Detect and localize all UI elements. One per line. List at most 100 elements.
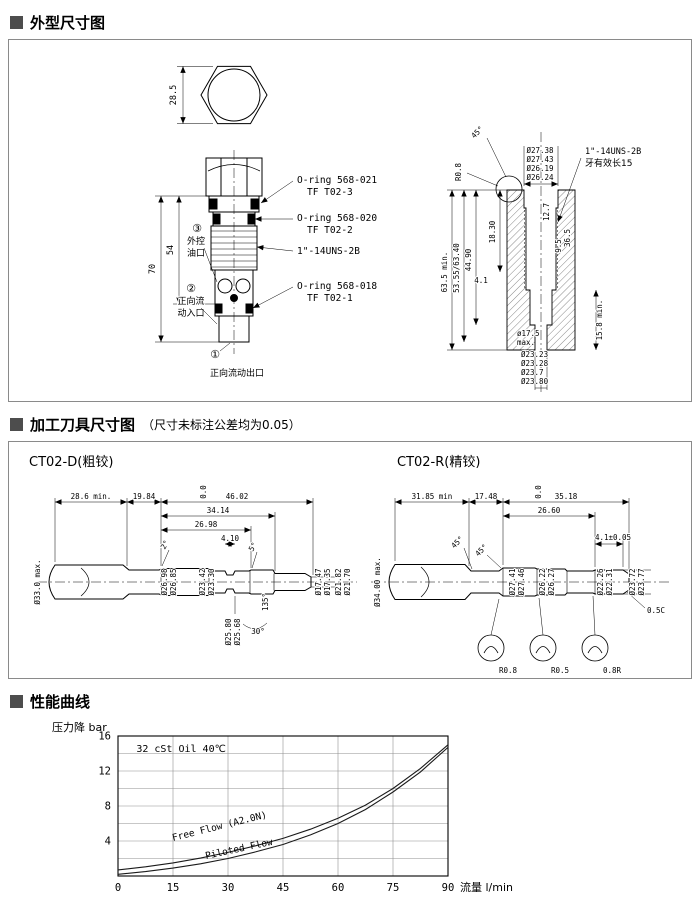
toolD-profile: [37, 564, 357, 600]
curve-label-1: Piloted Flow: [204, 837, 274, 862]
tooling-panel: CT02-D(粗铰) CT02-R(精铰): [8, 441, 692, 679]
toolD-dia-pair3a: Ø25.80: [224, 618, 233, 646]
depth-dim-3: 44.90: [464, 248, 473, 271]
callout-oring-018: O-ring 568-018: [297, 281, 377, 292]
section-title-tooling: 加工刀具尺寸图: [30, 416, 136, 434]
port3-label-line2: 油口: [187, 247, 205, 259]
depth-dim-2: 53.55/63.40: [452, 243, 461, 293]
hex-across-flats-dim: 28.5: [169, 85, 179, 105]
toolR-dim-step: 4.1±0.05: [595, 533, 631, 542]
toolR-radius-1: R0.8: [499, 666, 518, 675]
nose-dia-4: Ø23.80: [521, 377, 549, 386]
depth-dim-6: 12.7: [542, 203, 551, 221]
series-line-0: [117, 744, 449, 871]
toolR-dim-lines: [394, 498, 651, 636]
toolD-dim-lines: [54, 498, 337, 629]
toolR-datum: 0.0: [534, 485, 543, 499]
x-tick-label: 45: [277, 882, 290, 894]
depth-dim-1: 63.5 min.: [440, 252, 449, 293]
toolR-angle-1: 45°: [449, 534, 465, 550]
outline-drawing: 28.5: [147, 65, 642, 392]
thread-length-note: 牙有效长15: [585, 157, 632, 169]
toolD-dim-inner: 26.98: [195, 520, 218, 529]
section-bullet-icon: [10, 418, 23, 431]
callout-oring-020-kit: TF T02-2: [307, 225, 353, 236]
toolD-angle-1: 2°: [159, 539, 171, 551]
toolD-dia-pair4a: Ø17.47: [314, 568, 323, 595]
toolR-dim-overall: 35.18: [555, 492, 578, 501]
section-header-performance: 性能曲线: [10, 691, 690, 712]
x-tick-label: 60: [332, 882, 345, 894]
x-tick-label: 15: [167, 882, 180, 894]
valve-front-view: [205, 150, 263, 354]
toolR-dia-pair3b: Ø22.31: [605, 568, 614, 595]
callout-oring-021-kit: TF T02-3: [307, 187, 353, 198]
callout-oring-018-kit: TF T02-1: [307, 293, 353, 304]
toolD-dim-groove: 4.10: [221, 534, 240, 543]
callout-oring-021: O-ring 568-021: [297, 175, 377, 186]
callout-oring-020: O-ring 568-020: [297, 213, 377, 224]
toolD-dim-texts: 28.6 min. 19.84 46.02 34.14 26.98 4.10 0…: [32, 484, 353, 647]
chamfer-radius-dim: R0.8: [454, 162, 463, 181]
bore-dia-dim-3: Ø26.19: [526, 164, 553, 173]
toolR-dia-max: Ø34.00 max.: [373, 557, 382, 607]
toolR-details: [477, 634, 609, 662]
port-labels: ③ 外控 油口 ② 正向流 动入口 ① 正向流动出口: [176, 221, 265, 380]
toolD-dim-neck: 19.84: [133, 492, 156, 501]
nose-dia-2: Ø23.28: [521, 359, 549, 368]
toolR-chamfer-dim: 0.5C: [647, 606, 665, 615]
toolD-angle-2: 5°: [247, 541, 259, 553]
toolR-dim-shank: 31.85 min: [412, 492, 453, 501]
section-header-outline: 外型尺寸图: [10, 12, 690, 33]
x-tick-label: 75: [387, 882, 400, 894]
section-title-performance: 性能曲线: [30, 693, 91, 711]
y-axis-label: 压力降 bar: [52, 720, 107, 734]
valve-length-dim: 70: [148, 264, 158, 274]
toolR-dim-mid: 26.60: [538, 506, 561, 515]
valve-mid-dim: 54: [166, 245, 176, 255]
cross-section-dims: 45° R0.8 Ø27.38 Ø27.43 Ø26.19 Ø26.24 1"-…: [439, 123, 642, 387]
toolD-dia-pair2b: Ø23.30: [207, 568, 216, 596]
curve-label-0: Free Flow (A2.0N): [171, 810, 268, 844]
port2-label-line2: 动入口: [177, 308, 204, 319]
toolD-dia-pair1a: Ø26.98: [160, 568, 169, 596]
port3-label-line1: 外控: [187, 235, 205, 247]
chart-annotation: 32 cSt Oil 40℃: [136, 744, 226, 755]
depth-dim-7: 9.5: [554, 239, 563, 253]
toolD-dia-pair4b: Ø17.35: [323, 568, 332, 595]
chamfer-angle-dim: 45°: [469, 124, 485, 140]
section-bullet-icon: [10, 695, 23, 708]
pilot-bore-max: max.: [517, 338, 535, 347]
nose-dia-3: Ø23.7: [521, 368, 544, 377]
bore-dia-dim-2: Ø27.43: [526, 155, 553, 164]
toolD-dia-pair2a: Ø23.42: [198, 568, 207, 595]
toolD-dia-pair3b: Ø25.68: [233, 618, 242, 646]
oring-callouts: O-ring 568-021 TF T02-3 O-ring 568-020 T…: [252, 174, 378, 309]
toolD-dia-max: Ø33.0 max.: [33, 559, 42, 604]
outline-panel: 28.5: [8, 39, 692, 402]
valve-dimensions: [155, 195, 219, 343]
toolR-dim-neck: 17.48: [475, 492, 498, 501]
depth-dim-9: 15.8 min.: [595, 300, 604, 341]
toolR-radius-3: 0.8R: [603, 666, 622, 675]
port2-number: ②: [186, 282, 196, 295]
toolR-dia-pair4b: Ø23.77: [637, 568, 646, 595]
toolR-dia-pair4a: Ø23.72: [628, 568, 637, 595]
toolD-dia-pair5b: Ø21.70: [343, 568, 352, 596]
port3-number: ③: [192, 222, 202, 235]
y-tick-label: 16: [98, 731, 111, 743]
bore-dia-dim-4: Ø26.24: [526, 173, 554, 182]
toolR-dia-pair2b: Ø26.27: [547, 568, 556, 595]
thread-spec-label: 1"-14UNS-2B: [585, 147, 641, 157]
hex-top-view: 28.5: [168, 65, 268, 125]
y-tick-label: 4: [105, 836, 111, 848]
toolR-title: CT02-R(精铰): [397, 455, 480, 470]
toolD-angle-3: 135°: [261, 593, 270, 611]
toolR-profile: [371, 564, 669, 600]
nose-dia-1: Ø23.23: [521, 350, 548, 359]
plot-border: [117, 735, 449, 877]
cross-section-view: [447, 132, 599, 392]
depth-dim-5: 4.1: [474, 276, 488, 285]
toolD-dim-overall: 46.02: [226, 492, 249, 501]
